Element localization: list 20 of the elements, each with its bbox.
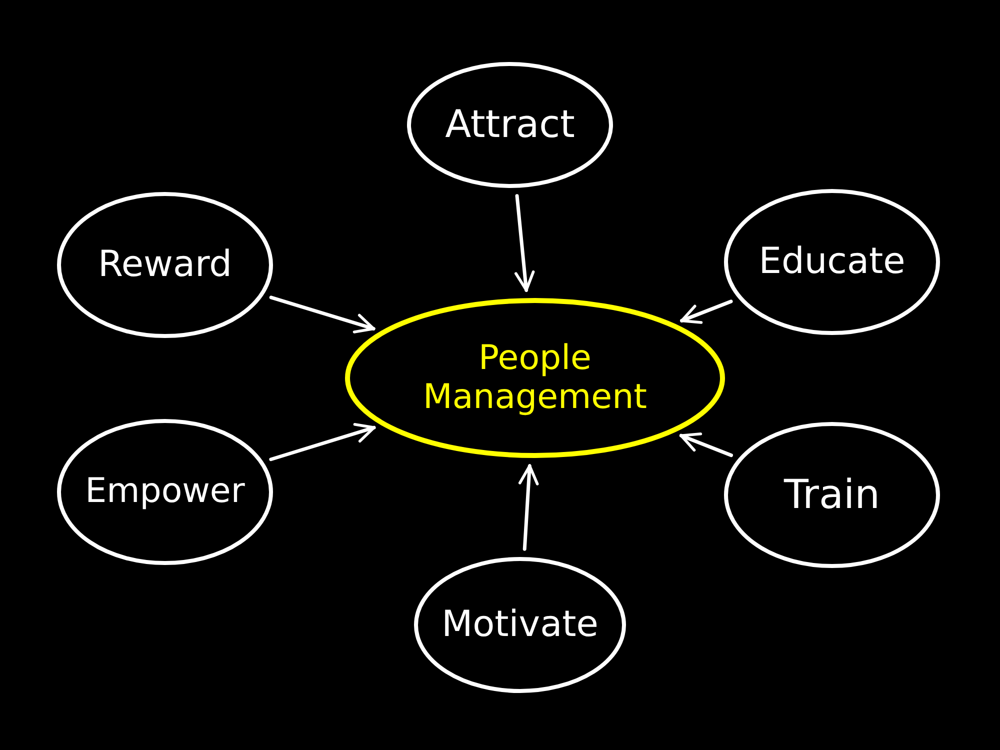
node-label: Train — [784, 472, 880, 518]
arrow — [269, 423, 376, 462]
oval-node — [345, 298, 725, 458]
oval-node — [407, 62, 613, 188]
arrow — [514, 194, 535, 292]
arrow — [679, 432, 733, 458]
oval-node — [57, 419, 273, 565]
node-label: Motivate — [442, 604, 598, 646]
node-label: Attract — [445, 103, 575, 147]
node-label: People Management — [422, 338, 648, 418]
oval-node — [57, 192, 273, 338]
arrow — [680, 300, 733, 324]
node-label: Empower — [85, 472, 245, 512]
oval-node — [724, 422, 940, 568]
oval-node — [414, 557, 626, 693]
node-label: Educate — [758, 241, 906, 283]
arrow — [518, 464, 539, 551]
arrow — [269, 296, 376, 334]
oval-node — [724, 189, 940, 335]
node-label: Reward — [98, 244, 232, 286]
